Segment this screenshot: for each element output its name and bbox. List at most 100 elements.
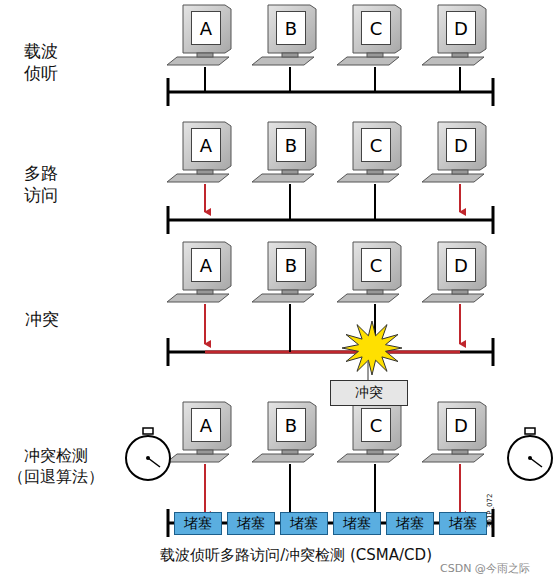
node-text: 堵塞: [290, 515, 318, 533]
monitor-stand: [452, 170, 468, 174]
keyboard: [252, 454, 314, 462]
transmit-arrow: [204, 184, 206, 212]
stopwatch-knob: [143, 428, 153, 434]
monitor: [353, 122, 401, 170]
keyboard: [167, 174, 229, 182]
monitor-screen: A: [191, 248, 221, 282]
transmit-arrow: [204, 304, 206, 344]
drop-cable: [459, 67, 461, 92]
keyboard: [252, 294, 314, 302]
bus-end: [492, 338, 495, 366]
monitor: [268, 242, 316, 290]
drop-cable: [374, 67, 376, 92]
stopwatch-knob: [525, 428, 535, 434]
monitor: [438, 242, 486, 290]
node-text: A: [200, 18, 212, 39]
node-text: 堵塞: [184, 515, 212, 533]
node-text: D: [454, 415, 468, 436]
node-text: 堵塞: [343, 515, 371, 533]
monitor-stand: [367, 170, 383, 174]
collision-signal: [205, 351, 460, 354]
drop-cable: [289, 304, 291, 352]
monitor-screen: D: [446, 128, 476, 162]
monitor-stand: [367, 53, 383, 57]
monitor-stand: [197, 290, 213, 294]
node-text: B: [285, 255, 297, 276]
transmit-arrow: [459, 464, 461, 515]
bus-line: [168, 219, 493, 222]
collision-box: 冲突: [330, 380, 408, 406]
monitor-screen: C: [361, 128, 391, 162]
stopwatch: [126, 436, 170, 480]
monitor-screen: B: [276, 248, 306, 282]
jam-block: 堵塞: [386, 512, 434, 535]
drop-cable: [204, 67, 206, 92]
keyboard: [337, 57, 399, 65]
monitor: [438, 5, 486, 53]
monitor-screen: B: [276, 408, 306, 442]
monitor-screen: D: [446, 248, 476, 282]
bus-end: [167, 509, 170, 537]
node-text: 冲突: [355, 384, 383, 402]
node-text: 堵塞: [449, 515, 477, 533]
monitor-screen: C: [361, 248, 391, 282]
monitor-stand: [367, 290, 383, 294]
step-label: 多路访问: [22, 162, 59, 206]
monitor: [183, 122, 231, 170]
monitor-stand: [197, 450, 213, 454]
keyboard: [167, 57, 229, 65]
node-text: C: [370, 415, 383, 436]
node-text: D: [454, 255, 468, 276]
monitor-stand: [452, 53, 468, 57]
watermark: CSDN @今雨之际: [440, 562, 530, 576]
stopwatch-pivot: [146, 456, 150, 460]
monitor-screen: C: [361, 11, 391, 45]
node-text: A: [200, 415, 212, 436]
jam-block: 堵塞: [174, 512, 222, 535]
bus-line: [168, 351, 493, 354]
monitor: [353, 5, 401, 53]
monitor: [268, 5, 316, 53]
monitor: [183, 5, 231, 53]
keyboard: [337, 294, 399, 302]
stopwatch-hand: [148, 458, 160, 467]
keyboard: [422, 57, 484, 65]
stopwatch: [508, 436, 552, 480]
keyboard: [252, 57, 314, 65]
bus-line: [168, 91, 493, 94]
monitor-screen: B: [276, 128, 306, 162]
node-text: C: [370, 18, 383, 39]
monitor-stand: [197, 170, 213, 174]
node-text: B: [285, 18, 297, 39]
keyboard: [422, 454, 484, 462]
keyboard: [422, 174, 484, 182]
bus-end: [167, 78, 170, 106]
transmit-arrow: [459, 304, 461, 344]
bus-end: [492, 206, 495, 234]
keyboard: [337, 174, 399, 182]
keyboard: [167, 294, 229, 302]
jam-block: 堵塞: [439, 512, 487, 535]
keyboard: [337, 454, 399, 462]
monitor-stand: [282, 290, 298, 294]
node-text: C: [370, 255, 383, 276]
step-label: 冲突检测 （回退算法）: [6, 446, 107, 488]
monitor-screen: C: [361, 408, 391, 442]
monitor-stand: [282, 450, 298, 454]
drop-cable: [289, 67, 291, 92]
monitor-stand: [282, 170, 298, 174]
node-text: D: [454, 18, 468, 39]
node-text: A: [200, 135, 212, 156]
monitor: [438, 122, 486, 170]
monitor-stand: [282, 53, 298, 57]
bus-end: [167, 206, 170, 234]
node-text: C: [370, 135, 383, 156]
monitor: [268, 402, 316, 450]
monitor: [268, 122, 316, 170]
monitor-stand: [452, 450, 468, 454]
bus-end: [167, 338, 170, 366]
keyboard: [422, 294, 484, 302]
step-label: 冲突: [22, 308, 63, 330]
node-text: D: [454, 135, 468, 156]
stopwatch-pivot: [528, 456, 532, 460]
